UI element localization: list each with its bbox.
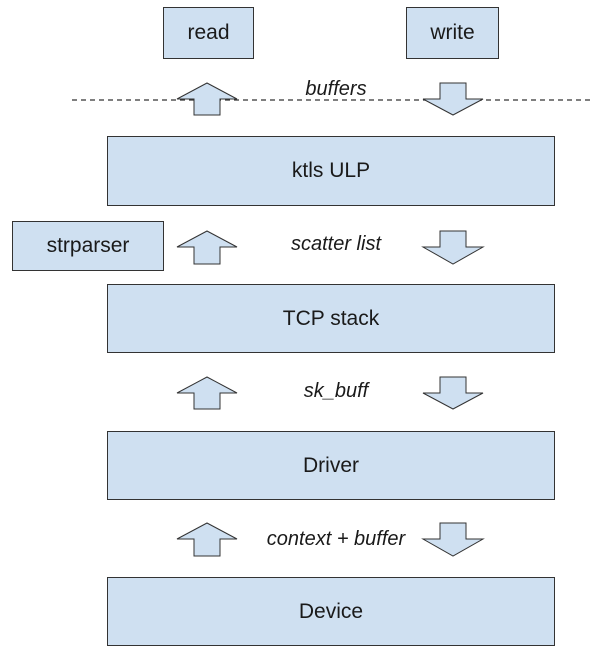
down-arrow-skbuff (422, 376, 484, 410)
tcp-stack-box: TCP stack (107, 284, 555, 353)
device-box: Device (107, 577, 555, 646)
driver-box: Driver (107, 431, 555, 500)
driver-label: Driver (303, 453, 359, 477)
ktls-ulp-label: ktls ULP (291, 159, 371, 182)
strparser-label: strparser (46, 234, 130, 257)
write-label: write (430, 21, 475, 44)
strparser-box: strparser (12, 221, 164, 271)
context-buffer-label: context + buffer (266, 528, 406, 550)
up-arrow-scatter (176, 230, 238, 265)
down-arrow-scatter (421, 230, 485, 265)
down-arrow-context (421, 522, 485, 557)
up-arrow-context (176, 522, 238, 557)
device-label: Device (298, 599, 364, 623)
read-label: read (187, 21, 230, 44)
ktls-ulp-box: ktls ULP (107, 136, 555, 206)
up-arrow-buffers (176, 82, 238, 116)
tcp-stack-label: TCP stack (282, 306, 380, 330)
up-arrow-skbuff (176, 376, 238, 410)
scatter-list-label: scatter list (290, 233, 382, 255)
write-box: write (406, 7, 499, 59)
read-box: read (163, 7, 254, 59)
sk-buff-label: sk_buff (303, 380, 369, 402)
buffers-label: buffers (305, 78, 367, 100)
down-arrow-buffers (422, 82, 484, 116)
